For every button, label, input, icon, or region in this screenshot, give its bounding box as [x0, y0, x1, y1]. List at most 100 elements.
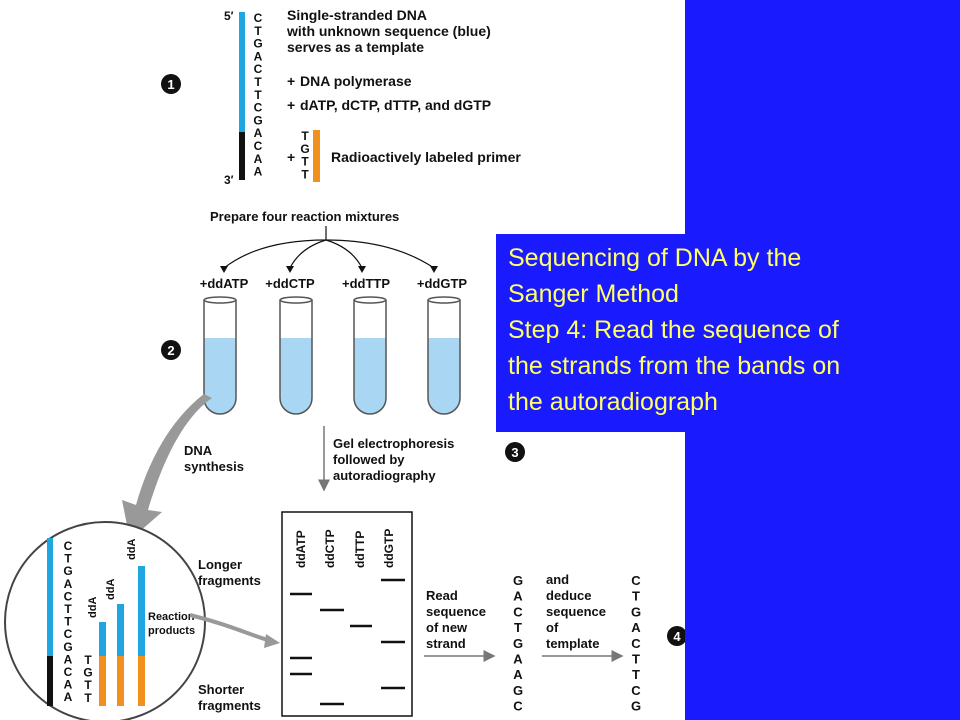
tube-label-ddatp: +ddATP	[200, 276, 249, 291]
new-strand-base: A	[513, 652, 523, 667]
template-base: C	[254, 139, 263, 153]
circle-template-base: T	[64, 615, 72, 629]
template-blue-strand	[239, 12, 245, 132]
new-strand-base: G	[513, 573, 523, 588]
caption-box: Sequencing of DNA by the Sanger Method S…	[496, 234, 936, 432]
caption-line-5: the autoradiograph	[508, 388, 718, 416]
circle-template-black	[47, 656, 53, 706]
circle-template-base: C	[64, 589, 73, 603]
deduced-template-base: C	[631, 683, 641, 698]
deduced-template-base: T	[632, 589, 640, 604]
reaction-products-line2: products	[148, 625, 195, 637]
product-short-orange	[99, 656, 106, 706]
lane-label-ddctp: ddCTP	[323, 529, 337, 568]
circle-template-base: A	[64, 678, 73, 692]
new-strand-base: A	[513, 589, 523, 604]
deduce-line3: sequence	[546, 604, 606, 619]
deduced-template-base: G	[631, 699, 641, 714]
product-short-blue	[99, 622, 106, 656]
lane-label-ddatp: ddATP	[294, 530, 308, 568]
longer-line1: Longer	[198, 557, 242, 572]
deduced-template-base: G	[631, 604, 641, 619]
caption-line-1: Sequencing of DNA by the	[508, 244, 802, 272]
longer-line2: fragments	[198, 573, 261, 588]
product-mid-orange	[117, 656, 124, 706]
deduce-line4: of	[546, 620, 559, 635]
read-line1: Read	[426, 588, 458, 603]
deduced-template-base: A	[631, 620, 641, 635]
new-strand-base: G	[513, 636, 523, 651]
reaction-products-line1: Reaction	[148, 611, 195, 623]
circle-primer-base: G	[83, 666, 92, 680]
shorter-line2: fragments	[198, 698, 261, 713]
template-base: A	[254, 165, 263, 179]
gel-bands	[290, 578, 405, 706]
circle-template-blue	[47, 538, 53, 656]
shorter-line1: Shorter	[198, 682, 244, 697]
primer-base: T	[301, 167, 309, 181]
caption-line-2: Sanger Method	[508, 280, 679, 308]
circle-primer-base: T	[84, 691, 92, 705]
dntps-label: dATP, dCTP, dTTP, and dGTP	[300, 97, 491, 113]
test-tube-1	[203, 296, 237, 415]
dda-label-long: ddA	[126, 539, 138, 560]
circle-template-base: A	[64, 577, 73, 591]
template-base: C	[254, 62, 263, 76]
template-base: A	[254, 126, 263, 140]
test-tube-2	[279, 296, 313, 415]
deduce-line5: template	[546, 636, 599, 651]
caption-line-3: Step 4: Read the sequence of	[508, 316, 839, 344]
step4-badge: 4	[667, 626, 685, 646]
template-base: T	[254, 24, 262, 38]
template-base: A	[254, 152, 263, 166]
products-to-gel-arrowhead	[264, 634, 280, 648]
template-base: C	[254, 101, 263, 115]
gel-box	[281, 511, 413, 717]
primer-base: T	[301, 129, 309, 143]
step1-badge: 1	[161, 74, 181, 94]
new-strand-base: T	[514, 620, 522, 635]
prime3-label: 3′	[224, 173, 234, 187]
read-line3: of new	[426, 620, 468, 635]
read-line2: sequence	[426, 604, 486, 619]
deduced-template-base: T	[632, 652, 640, 667]
circle-template-base: C	[64, 627, 73, 641]
deduced-template-base: C	[631, 573, 641, 588]
step1-line1: Single-stranded DNA	[287, 7, 427, 23]
prepare-label: Prepare four reaction mixtures	[210, 209, 399, 224]
gel-line3: autoradiography	[333, 468, 436, 483]
deduced-template-base: T	[632, 667, 640, 682]
new-strand-base: C	[513, 604, 523, 619]
circle-template-base: G	[63, 640, 72, 654]
deduce-line1: and	[546, 572, 569, 587]
tube-label-ddttp: +ddTTP	[342, 276, 390, 291]
template-base: C	[254, 11, 263, 25]
test-tube-4	[427, 296, 461, 415]
product-long-orange	[138, 656, 145, 706]
product-long-blue	[138, 566, 145, 656]
svg-text:1: 1	[167, 77, 174, 92]
primer-label: Radioactively labeled primer	[331, 149, 521, 165]
lane-label-ddgtp: ddGTP	[382, 529, 396, 568]
branch-arrowheads	[220, 266, 438, 273]
circle-template-base: C	[64, 539, 73, 553]
prime5-label: 5′	[224, 9, 234, 23]
template-base: A	[254, 49, 263, 63]
caption-line-4: the strands from the bands on	[508, 352, 841, 380]
circle-template-base: G	[63, 564, 72, 578]
read-line4: strand	[426, 636, 466, 651]
circle-primer-base: T	[84, 678, 92, 692]
plus-2: +	[287, 97, 295, 113]
circle-template-base: A	[64, 652, 73, 666]
deduce-line2: deduce	[546, 588, 592, 603]
circle-template-base: T	[64, 552, 72, 566]
svg-text:3: 3	[511, 445, 518, 460]
branch-lines	[223, 226, 435, 269]
new-strand-base: A	[513, 667, 523, 682]
plus-3: +	[287, 149, 295, 165]
